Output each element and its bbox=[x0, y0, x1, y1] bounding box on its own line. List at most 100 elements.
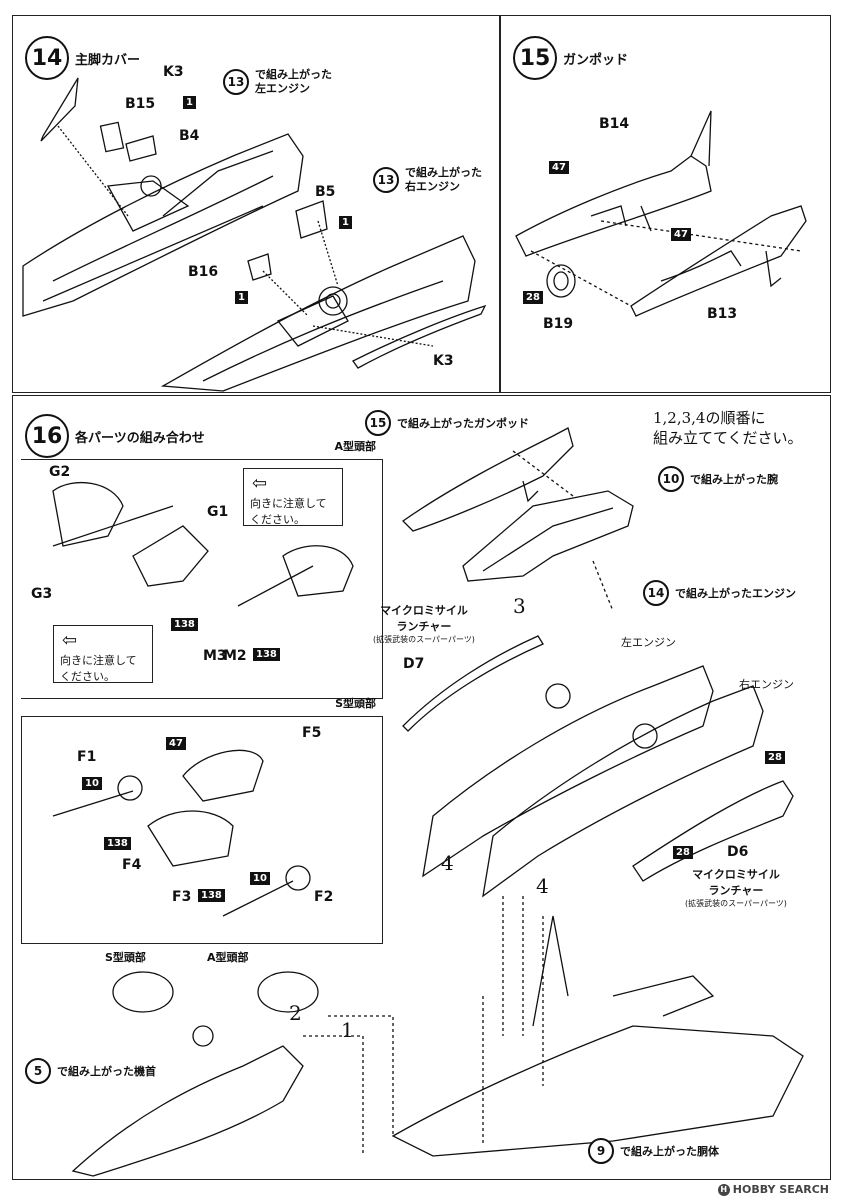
orientation-note: ⇦ 向きに注意して ください。 bbox=[243, 468, 343, 526]
part-b5: B5 bbox=[315, 184, 336, 200]
note-text: ください。 bbox=[250, 513, 305, 526]
step-number: 14 bbox=[25, 36, 69, 80]
d6-label: マイクロミサイル ランチャー (拡張武装のスーパーパーツ) bbox=[685, 866, 787, 909]
part-k3-upper: K3 bbox=[163, 64, 184, 80]
part-count-badge: 138 bbox=[171, 618, 198, 631]
ref-text: で組み上がった bbox=[255, 68, 332, 81]
part-g1: G1 bbox=[207, 504, 229, 520]
part-count-badge: 10 bbox=[250, 872, 270, 885]
left-engine-label: 左エンジン bbox=[621, 636, 676, 649]
step-15-panel: 15 ガンポッド B14 47 47 28 B19 B13 bbox=[500, 15, 831, 393]
order-note-line: 組み立ててください。 bbox=[653, 429, 803, 447]
part-b14: B14 bbox=[599, 116, 630, 132]
ref-step-number: 15 bbox=[365, 410, 391, 436]
part-f4: F4 bbox=[122, 857, 142, 873]
gunpod-ref: 15 で組み上がったガンポッド bbox=[365, 410, 529, 436]
nose-ref: 5 で組み上がった機首 bbox=[25, 1058, 156, 1084]
step-14-illustration bbox=[22, 77, 487, 392]
part-count-badge: 47 bbox=[671, 228, 691, 241]
ref-step-number: 5 bbox=[25, 1058, 51, 1084]
ref-text: 左エンジン bbox=[255, 82, 310, 95]
part-g3: G3 bbox=[31, 586, 53, 602]
s-head-title: S型頭部 bbox=[335, 697, 376, 710]
step-number: 15 bbox=[513, 36, 557, 80]
orientation-note: ⇦ 向きに注意して ください。 bbox=[53, 625, 153, 683]
ref-text: 右エンジン bbox=[405, 180, 460, 193]
sequence-number-2: 2 bbox=[289, 1001, 302, 1025]
part-count-badge: 1 bbox=[183, 96, 196, 109]
s-head-label: S型頭部 bbox=[105, 951, 146, 964]
part-b13: B13 bbox=[707, 306, 738, 322]
part-count-badge: 1 bbox=[235, 291, 248, 304]
ref-text: で組み上がった bbox=[405, 166, 482, 179]
step-number: 16 bbox=[25, 414, 69, 458]
part-count-badge: 1 bbox=[339, 216, 352, 229]
a-head-title: A型頭部 bbox=[334, 440, 376, 453]
ref-text: で組み上がった胴体 bbox=[620, 1145, 719, 1158]
s-head-box: S型頭部 47 F5 F1 10 138 F4 10 F3 138 F2 bbox=[21, 697, 383, 944]
part-d7: D7 bbox=[403, 656, 425, 672]
watermark-text: HOBBY SEARCH bbox=[732, 1183, 829, 1196]
part-count-badge: 28 bbox=[523, 291, 543, 304]
hobby-search-logo-icon: H bbox=[717, 1183, 730, 1196]
sequence-number-3: 3 bbox=[513, 594, 526, 618]
step-16-illustration bbox=[52, 427, 804, 1177]
ref-step-number: 10 bbox=[658, 466, 684, 492]
d7-name: ランチャー bbox=[396, 620, 452, 633]
d6-name: ランチャー bbox=[708, 884, 764, 897]
part-count-badge: 28 bbox=[673, 846, 693, 859]
ref-step-number: 13 bbox=[373, 167, 399, 193]
ref-step-number: 9 bbox=[588, 1138, 614, 1164]
sequence-number-1: 1 bbox=[341, 1018, 354, 1042]
ref-text: で組み上がったガンポッド bbox=[397, 417, 529, 430]
part-count-badge: 138 bbox=[104, 837, 131, 850]
right-engine-ref: 13 で組み上がった右エンジン bbox=[373, 166, 482, 194]
left-engine-ref: 13 で組み上がった左エンジン bbox=[223, 68, 332, 96]
part-count-badge: 138 bbox=[253, 648, 280, 661]
direction-arrow-icon: ⇦ bbox=[62, 630, 78, 651]
d7-sub: (拡張武装のスーパーパーツ) bbox=[373, 635, 475, 644]
step-16-panel: 16 各パーツの組み合わせ 1,2,3,4の順番に 組み立ててください。 A型頭… bbox=[12, 395, 831, 1180]
part-b16: B16 bbox=[188, 264, 219, 280]
d6-sub: (拡張武装のスーパーパーツ) bbox=[685, 899, 787, 908]
sequence-number-4a: 4 bbox=[441, 851, 454, 875]
part-b15: B15 bbox=[125, 96, 156, 112]
step-16-header: 16 各パーツの組み合わせ bbox=[25, 414, 205, 458]
part-f3: F3 bbox=[172, 889, 192, 905]
engine-ref: 14 で組み上がったエンジン bbox=[643, 580, 796, 606]
d6-name: マイクロミサイル bbox=[692, 868, 780, 881]
part-count-badge: 47 bbox=[549, 161, 569, 174]
part-d6: D6 bbox=[727, 844, 749, 860]
step-15-header: 15 ガンポッド bbox=[513, 36, 628, 80]
step-14-panel: 14 主脚カバー K3 B15 1 B4 B5 1 B16 1 K3 13 で組… bbox=[12, 15, 500, 393]
part-count-badge: 47 bbox=[166, 737, 186, 750]
d7-name: マイクロミサイル bbox=[380, 604, 468, 617]
note-text: 向きに注意して bbox=[60, 654, 137, 667]
order-note-line: 1,2,3,4の順番に bbox=[653, 409, 766, 427]
ref-step-number: 14 bbox=[643, 580, 669, 606]
body-ref: 9 で組み上がった胴体 bbox=[588, 1138, 719, 1164]
part-b19: B19 bbox=[543, 316, 574, 332]
arm-ref: 10 で組み上がった腕 bbox=[658, 466, 778, 492]
direction-arrow-icon: ⇦ bbox=[252, 473, 268, 494]
step-title: 主脚カバー bbox=[75, 52, 141, 68]
part-m3: M3 bbox=[203, 648, 227, 664]
right-engine-label: 右エンジン bbox=[739, 678, 794, 691]
part-b4: B4 bbox=[179, 128, 200, 144]
ref-text: で組み上がった機首 bbox=[57, 1065, 156, 1078]
step-14-header: 14 主脚カバー bbox=[25, 36, 140, 80]
d7-label: マイクロミサイル ランチャー (拡張武装のスーパーパーツ) bbox=[373, 602, 475, 645]
part-k3-lower: K3 bbox=[433, 353, 454, 369]
ref-text: で組み上がった腕 bbox=[690, 473, 778, 486]
step-15-illustration bbox=[515, 110, 807, 317]
part-f2: F2 bbox=[314, 889, 334, 905]
a-head-box: A型頭部 G2 G1 G3 138 138 M3 M2 ⇦ 向きに注意して くだ… bbox=[21, 440, 383, 699]
note-text: 向きに注意して bbox=[250, 497, 327, 510]
part-f1: F1 bbox=[77, 749, 97, 765]
part-count-badge: 28 bbox=[765, 751, 785, 764]
watermark: H HOBBY SEARCH bbox=[717, 1183, 829, 1196]
ref-step-number: 13 bbox=[223, 69, 249, 95]
step-title: 各パーツの組み合わせ bbox=[75, 430, 205, 446]
part-f5: F5 bbox=[302, 725, 322, 741]
step-title: ガンポッド bbox=[563, 52, 629, 68]
